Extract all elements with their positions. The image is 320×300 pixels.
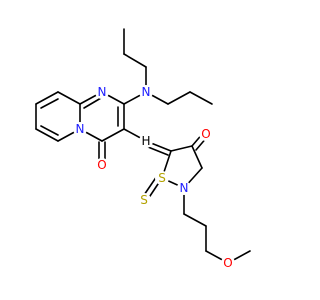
bond bbox=[40, 98, 59, 109]
atom-n-pyrimidine: N bbox=[95, 85, 109, 99]
atom-o-pyrimidinone: O bbox=[95, 158, 109, 172]
atom-label-h: H bbox=[141, 134, 150, 148]
bond bbox=[35, 128, 59, 142]
bond bbox=[35, 91, 59, 105]
bond-layer bbox=[35, 28, 251, 264]
bond bbox=[40, 125, 59, 136]
canvas-background bbox=[0, 0, 300, 300]
bond bbox=[189, 91, 213, 105]
molecule-structure: N N N O H S N O bbox=[0, 0, 300, 300]
bond bbox=[57, 91, 81, 105]
atom-label-n: N bbox=[76, 122, 85, 136]
atom-n-thiazolidine: N bbox=[177, 181, 191, 195]
bond bbox=[83, 97, 102, 109]
atom-label-o: O bbox=[201, 127, 210, 141]
atom-n-amine: N bbox=[139, 85, 153, 99]
atom-label-n: N bbox=[98, 85, 107, 99]
atom-o-ether: O bbox=[221, 256, 235, 270]
bond bbox=[101, 128, 125, 142]
bond bbox=[123, 53, 147, 68]
atom-label-s: S bbox=[158, 171, 166, 185]
atom-label-n: N bbox=[142, 85, 151, 99]
atom-o-thiazolidinone: O bbox=[199, 127, 213, 141]
atom-s-ring: S bbox=[155, 171, 169, 185]
atom-label-o: O bbox=[223, 256, 232, 270]
atom-label-n: N bbox=[180, 181, 189, 195]
atom-h-vinyl: H bbox=[139, 134, 153, 148]
bond bbox=[167, 91, 191, 105]
atom-label-o: O bbox=[97, 158, 106, 172]
atom-label-layer: N N N O H S N O bbox=[73, 85, 235, 270]
bond bbox=[191, 145, 203, 169]
bond bbox=[147, 146, 169, 156]
bond bbox=[170, 145, 193, 152]
bond bbox=[183, 213, 207, 227]
atom-label-s: S bbox=[140, 193, 148, 207]
atom-n-bridgehead: N bbox=[73, 122, 87, 136]
atom-s-thioxo: S bbox=[137, 193, 151, 207]
